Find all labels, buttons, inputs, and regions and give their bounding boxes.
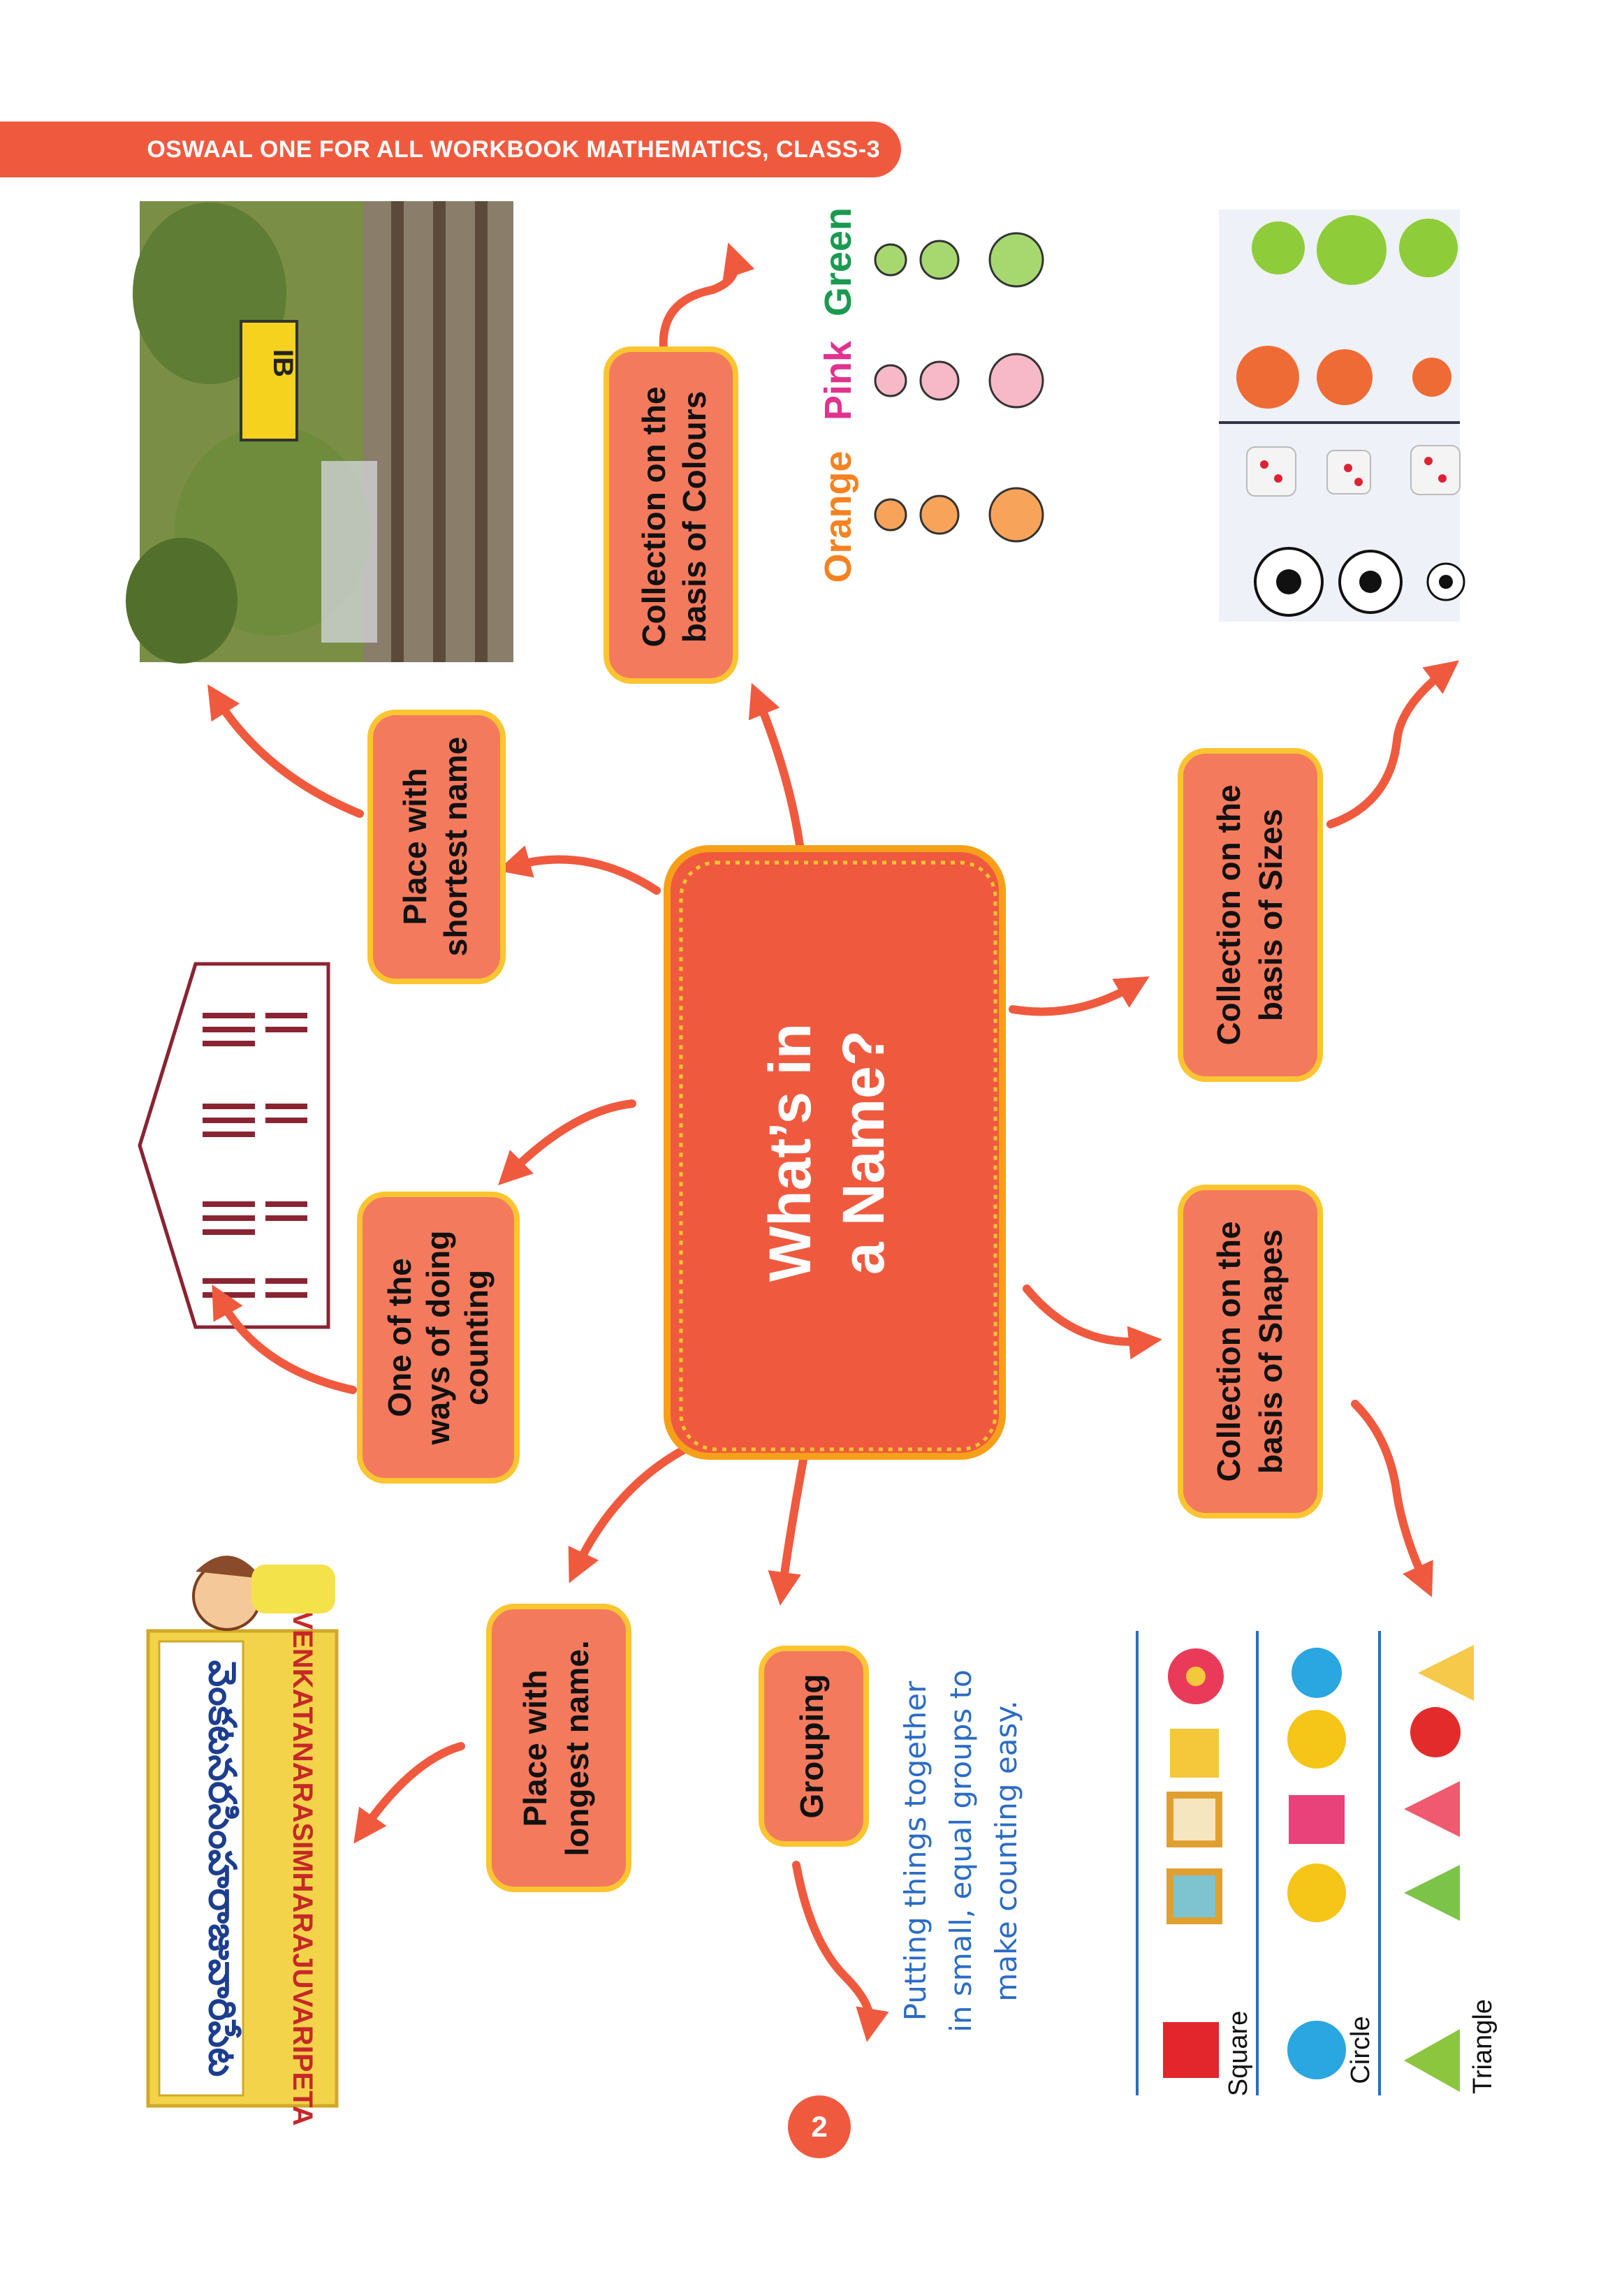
center-title-line2: a Name? — [831, 1030, 896, 1275]
telugu-place-name: వెంకటనరసింహరాజువారిపేట — [200, 1660, 244, 2077]
branch-shapes: Collection on the basis of Shapes — [1178, 1185, 1323, 1518]
branch-colours-line2: basis of Colours — [676, 391, 712, 643]
shape-label-circle: Circle — [1346, 2016, 1375, 2084]
green-bears-icon — [874, 232, 1044, 288]
branch-grouping: Grouping — [759, 1646, 869, 1847]
page-number-text: 2 — [811, 2110, 828, 2143]
branch-sizes: Collection on the basis of Sizes — [1178, 748, 1323, 1082]
branch-counting: One of the ways of doing counting — [357, 1192, 520, 1484]
branch-longest: Place with longest name. — [486, 1604, 631, 1892]
circle-row — [1287, 1648, 1346, 2079]
branch-sizes-line1: Collection on the — [1210, 784, 1247, 1045]
station-sign-text: IB — [268, 349, 298, 377]
pink-bears-icon — [874, 353, 1044, 409]
branch-grouping-line1: Grouping — [793, 1674, 830, 1819]
grouping-note-line1: Putting things together — [898, 1681, 932, 2021]
shape-label-triangle: Triangle — [1468, 1999, 1498, 2094]
orange-bears-icon — [874, 487, 1044, 543]
branch-sizes-line2: basis of Sizes — [1252, 809, 1289, 1021]
building-tally-icon — [138, 962, 330, 1329]
branch-colours: Collection on the basis of Colours — [603, 346, 738, 684]
branch-counting-line3: counting — [458, 1270, 495, 1405]
branch-longest-line2: longest name. — [559, 1640, 595, 1856]
branch-shortest-line1: Place with — [397, 768, 433, 925]
grouping-note: Putting things together in small, equal … — [898, 1669, 1023, 2032]
header-title: OSWAAL ONE FOR ALL WORKBOOK MATHEMATICS,… — [147, 136, 880, 163]
branch-shortest: Place with shortest name — [367, 710, 506, 984]
sizes-photo — [1219, 210, 1465, 622]
colour-collection: Green Pink Orange — [817, 207, 1044, 583]
branch-shapes-line2: basis of Shapes — [1252, 1229, 1289, 1474]
branch-shapes-line1: Collection on the — [1210, 1221, 1247, 1481]
branch-counting-line2: ways of doing — [420, 1231, 456, 1446]
branch-counting-line1: One of the — [381, 1258, 418, 1416]
connector-arrows — [207, 242, 1460, 2042]
page-number: 2 — [788, 2095, 851, 2158]
colour-label-pink: Pink — [817, 340, 859, 420]
grouping-note-line3: make counting easy. — [989, 1700, 1023, 2001]
longest-name-sign: వెంకటనరసింహరాజువారిపేట VENKATANARASIMHAR… — [146, 1555, 339, 2126]
english-place-name: VENKATANARASIMHARAJUVARIPETA — [287, 1611, 318, 2125]
square-row — [1163, 1648, 1224, 2078]
shape-label-square: Square — [1224, 2011, 1253, 2097]
center-node: What’s in a Name? — [664, 845, 1006, 1460]
station-photo: IB — [126, 201, 513, 664]
header-banner: OSWAAL ONE FOR ALL WORKBOOK MATHEMATICS,… — [0, 122, 901, 177]
colour-label-orange: Orange — [817, 451, 859, 583]
shapes-chart: Square Circle Triangle — [1136, 1631, 1498, 2097]
branch-longest-line1: Place with — [517, 1670, 553, 1827]
branch-colours-line1: Collection on the — [636, 386, 672, 647]
branch-shortest-line2: shortest name — [437, 737, 474, 956]
colour-label-green: Green — [817, 207, 859, 316]
grouping-note-line2: in small, equal groups to — [944, 1669, 978, 2032]
center-title-line1: What’s in — [757, 1023, 823, 1282]
triangle-row — [1404, 1645, 1474, 2092]
